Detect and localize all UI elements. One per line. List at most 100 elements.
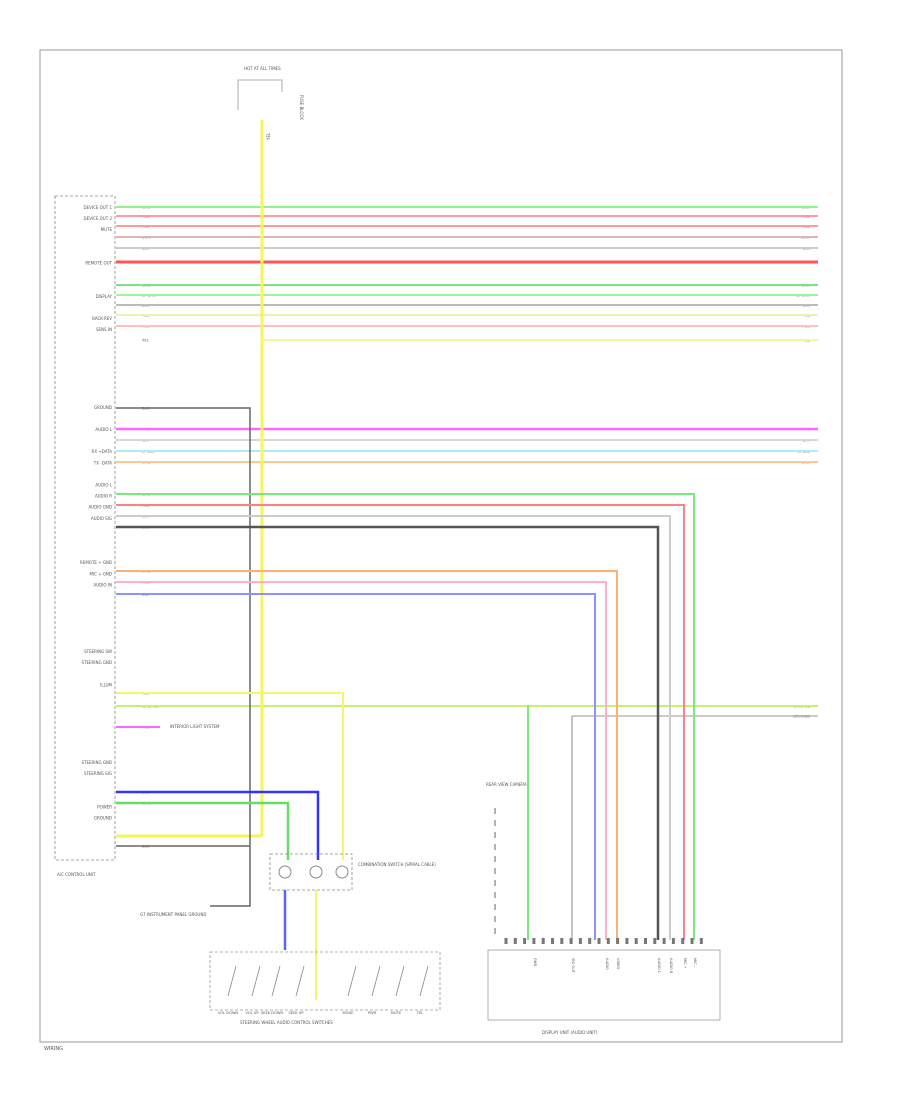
pin-label: SENS IN xyxy=(96,327,112,332)
display-pin xyxy=(699,938,703,944)
combination-switch-box xyxy=(269,853,353,891)
display-pin-label: AUDIO R xyxy=(669,958,673,974)
control-unit-box xyxy=(54,195,116,861)
pin-label: TX -DATA xyxy=(93,460,112,465)
spiral-pin-2 xyxy=(309,865,323,879)
pin-label: MUTE xyxy=(101,227,113,232)
ground-wire xyxy=(116,407,251,907)
pin-label: GROUND xyxy=(94,816,112,821)
switch-contact xyxy=(295,965,305,997)
switch-label: TEL xyxy=(416,1011,423,1015)
pin-label: REMOTE OUT xyxy=(85,261,112,266)
pin-label: RX +DATA xyxy=(92,449,113,454)
combination-switch-label: COMBINATION SWITCH (SPIRAL CABLE) xyxy=(358,862,436,867)
switch-label: MUTE xyxy=(391,1011,402,1015)
wire-color-label: YEL xyxy=(142,338,150,343)
display-unit-box xyxy=(487,949,721,1021)
route-pnk xyxy=(116,581,607,940)
display-pin-label: MIC - xyxy=(693,958,697,968)
switch-contact xyxy=(271,965,281,997)
steering-switches-box xyxy=(209,951,441,1011)
pin-label: AUDIO GND xyxy=(88,505,112,510)
pin-label: REMOTE + GND xyxy=(80,560,112,565)
switch-contact xyxy=(419,965,429,997)
display-pin-label: VIDEO xyxy=(616,958,620,970)
switch-label: MODE xyxy=(343,1011,355,1015)
display-pin xyxy=(606,938,610,944)
pin-label: STEERING SW xyxy=(84,649,112,654)
switch-label: SEEK UP xyxy=(288,1011,304,1015)
route-grn xyxy=(116,493,695,940)
display-pin xyxy=(504,938,508,944)
display-pin xyxy=(569,938,573,944)
switch-label: SEEK DOWN xyxy=(261,1011,283,1015)
pin-label: DISPLAY xyxy=(96,294,113,299)
pin-label: STEERING SIG xyxy=(84,771,112,776)
display-pin-label: GND xyxy=(533,958,537,966)
spiral-pin-3 xyxy=(335,865,349,879)
route-orn xyxy=(116,570,618,940)
ground-label: G7 INSTRUMENT PANEL GROUND xyxy=(140,912,206,917)
display-pin xyxy=(653,938,657,944)
display-unit-label: DISPLAY UNIT (AUDIO UNIT) xyxy=(542,1030,598,1035)
display-routes xyxy=(116,493,695,940)
switch-contact xyxy=(251,965,261,997)
pin-label: GROUND xyxy=(94,405,112,410)
display-pin xyxy=(551,938,554,944)
footer-code: WIRING xyxy=(44,1046,63,1052)
switch-label: VOL DOWN xyxy=(218,1011,239,1015)
display-pin xyxy=(690,938,694,944)
pin-label: POWER xyxy=(97,804,112,809)
switch-label: PWR xyxy=(368,1011,377,1015)
pin-label: AUDIO SIG xyxy=(91,516,112,521)
pin-label: BACK-REV xyxy=(92,316,112,321)
top-connector-label: HOT AT ALL TIMES xyxy=(244,66,281,71)
display-pin xyxy=(625,938,629,944)
display-pin xyxy=(560,938,564,944)
switch-contact xyxy=(227,965,237,997)
display-pin xyxy=(634,938,638,944)
control-unit-label: A/C CONTROL UNIT xyxy=(57,872,96,877)
route-blk xyxy=(116,525,660,940)
switch-contact xyxy=(395,965,405,997)
route-red xyxy=(116,504,685,940)
pin-label: AUDIO IN xyxy=(93,582,112,587)
display-pin xyxy=(616,938,620,944)
switch-label: VOL UP xyxy=(245,1011,259,1015)
top-connector-outline xyxy=(237,79,283,110)
switch-contact xyxy=(371,965,381,997)
display-pin-label: SIG OUT xyxy=(571,958,575,974)
pin-label: AUDIO R xyxy=(95,494,112,499)
pin-label: AUDIO L xyxy=(95,427,112,432)
display-pin xyxy=(644,938,647,944)
spiral-pin-1 xyxy=(278,865,292,879)
display-pin xyxy=(671,938,675,944)
power-wire-label: YEL xyxy=(266,132,271,141)
display-pin-label: AUDIO L xyxy=(657,958,661,973)
pin-label: AUDIO L xyxy=(95,483,112,488)
display-pin xyxy=(532,938,536,944)
pin-label: DEVICE OUT 2 xyxy=(84,216,113,221)
steering-blu xyxy=(116,790,320,860)
pin-label: STEERING GND xyxy=(81,660,112,665)
route-blu xyxy=(116,593,596,940)
display-pin xyxy=(681,938,685,944)
horizontal-wires xyxy=(116,206,818,717)
display-pin xyxy=(597,938,601,944)
steering-grn xyxy=(116,801,290,860)
diagram-frame xyxy=(39,49,843,1043)
display-pin xyxy=(662,938,666,944)
pin-label: MIC + GND xyxy=(90,571,113,576)
route-gry xyxy=(116,515,671,940)
steering-routes xyxy=(116,692,344,860)
top-fuse-label: FUSE BLOCK xyxy=(299,95,304,120)
display-pin xyxy=(523,938,527,944)
pin-label: ILLUM xyxy=(100,682,112,687)
steering-switches-label: STEERING WHEEL AUDIO CONTROL SWITCHES xyxy=(240,1020,333,1025)
steering-yel xyxy=(116,692,344,860)
display-pin-label: AUDIO xyxy=(605,958,609,970)
